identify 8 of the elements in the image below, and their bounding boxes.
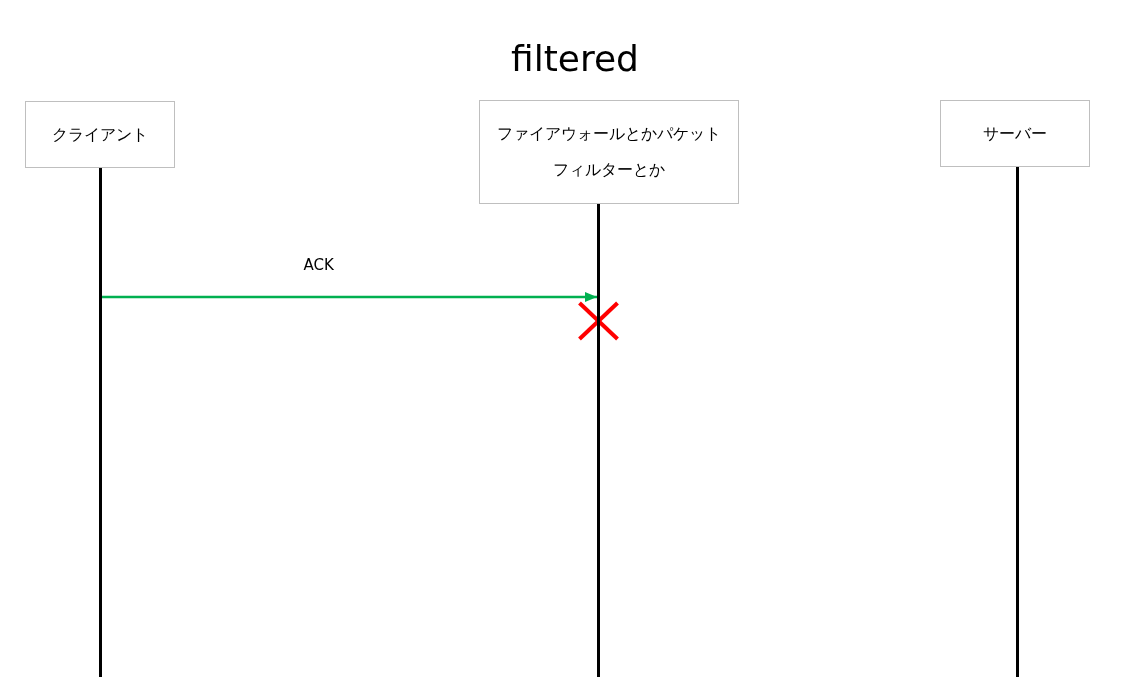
lifeline	[597, 204, 600, 677]
participant-box: ファイアウォールとかパケットフィルターとか	[479, 100, 739, 204]
lifeline	[99, 168, 102, 677]
message-arrow	[102, 292, 597, 302]
participant-box: クライアント	[25, 101, 175, 168]
participant-box: サーバー	[940, 100, 1090, 167]
diagram-title: filtered	[510, 38, 640, 79]
lifeline	[1016, 167, 1019, 677]
